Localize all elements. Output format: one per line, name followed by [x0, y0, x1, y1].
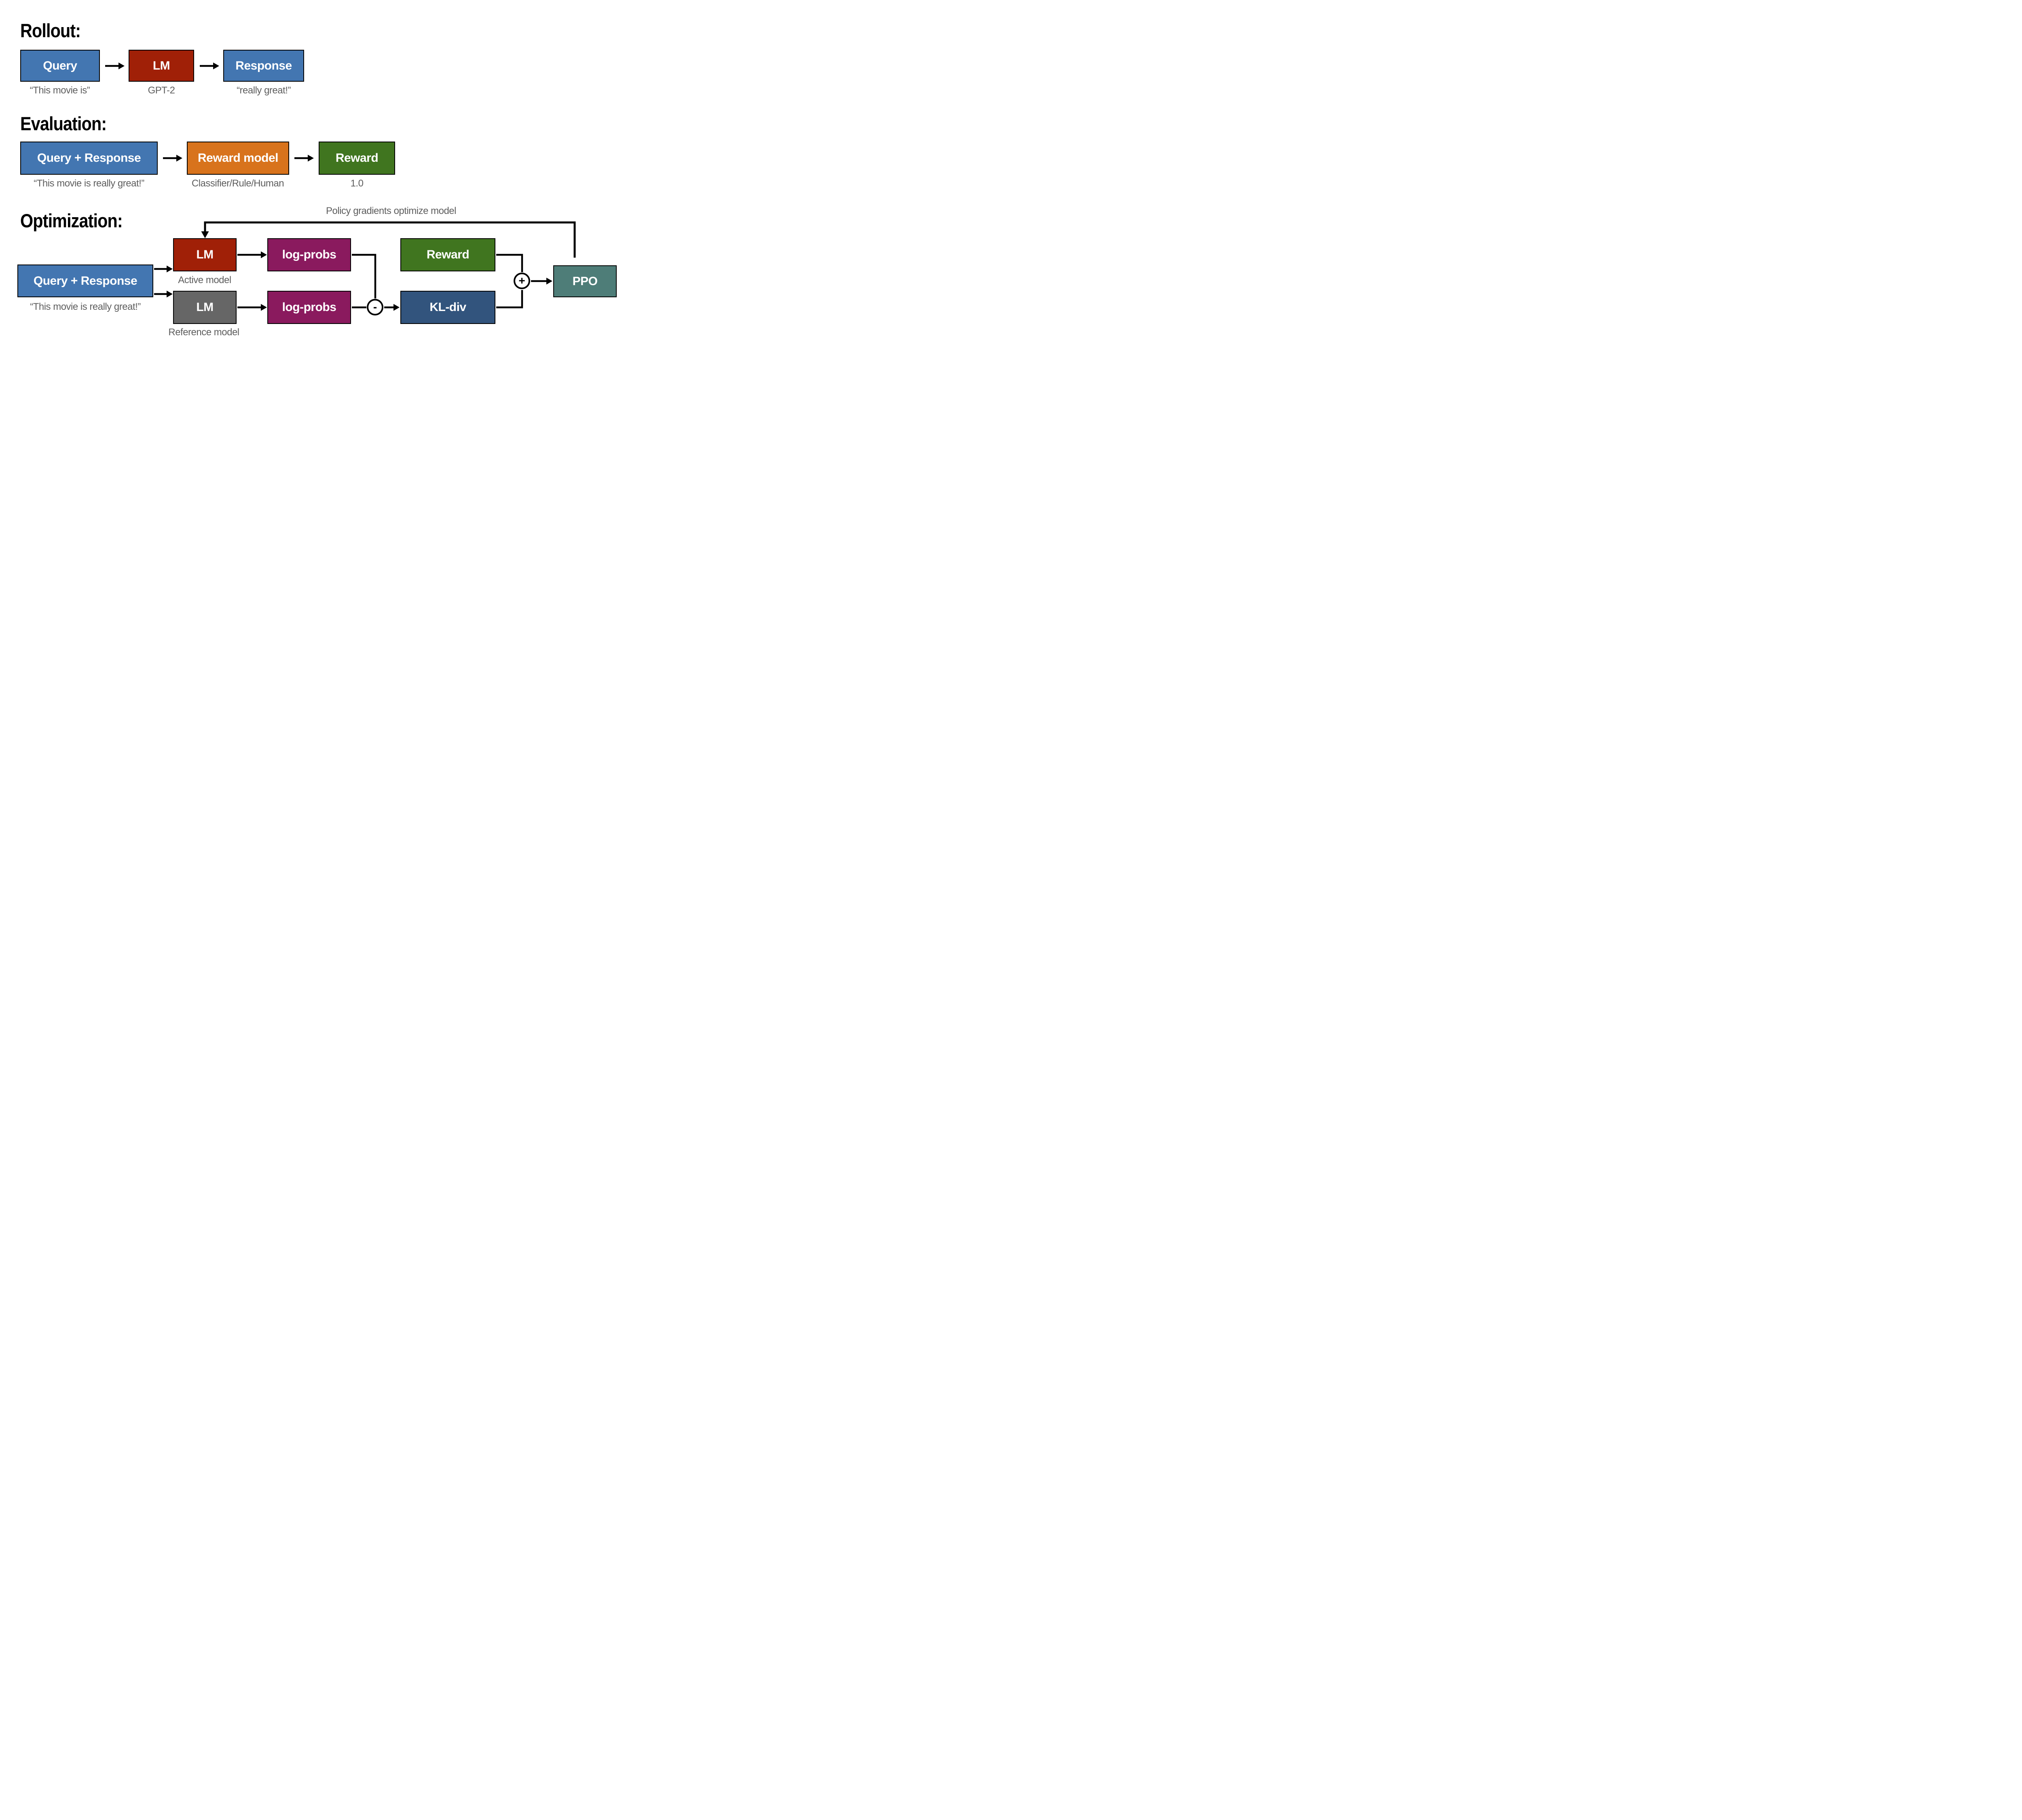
eval-query-response-label: Query + Response — [37, 151, 141, 165]
ppo-label: PPO — [572, 274, 598, 288]
feedback-path-policy-gradients — [201, 221, 576, 258]
rollout-query-caption: “This movie is” — [30, 85, 90, 96]
opt-query-response-box: Query + Response — [17, 265, 153, 297]
arrow-eval-rewardmodel-to-reward — [294, 154, 314, 162]
eval-reward-model-caption: Classifier/Rule/Human — [191, 178, 284, 189]
kl-div-box: KL-div — [400, 291, 495, 324]
opt-query-response-caption: “This movie is really great!” — [30, 301, 141, 312]
active-lm-label: LM — [196, 248, 214, 261]
active-lm-box: LM — [173, 238, 237, 271]
eval-reward-model-label: Reward model — [197, 151, 279, 165]
line-reward-to-plus-node — [496, 254, 523, 272]
opt-reward-label: Reward — [426, 248, 470, 261]
plus-operator: + — [518, 274, 525, 287]
rollout-query-label: Query — [43, 59, 77, 72]
active-logprobs-box: log-probs — [267, 238, 351, 271]
line-active-logprobs-to-minus-node — [352, 254, 376, 298]
rollout-lm-caption: GPT-2 — [148, 85, 175, 96]
arrow-rollout-lm-to-response — [200, 62, 219, 70]
evaluation-title: Evaluation: — [20, 113, 107, 134]
rollout-title: Rollout: — [20, 20, 81, 41]
rollout-lm-label: LM — [152, 59, 170, 72]
eval-reward-caption: 1.0 — [350, 178, 364, 189]
reference-lm-label: LM — [196, 301, 214, 314]
diagram-canvas: Rollout: Query LM Response “This movie i… — [0, 0, 623, 350]
policy-gradients-label: Policy gradients optimize model — [326, 205, 457, 216]
rollout-response-box: Response — [223, 50, 304, 82]
reference-logprobs-label: log-probs — [282, 301, 336, 314]
rollout-response-label: Response — [235, 59, 292, 72]
eval-reward-model-box: Reward model — [187, 142, 289, 175]
minus-operator: - — [373, 300, 377, 313]
opt-reward-box: Reward — [400, 238, 495, 271]
arrow-opt-qr-to-reference-lm — [154, 290, 173, 298]
kl-div-label: KL-div — [429, 301, 466, 314]
arrow-rollout-query-to-lm — [105, 62, 125, 70]
reference-logprobs-box: log-probs — [267, 291, 351, 324]
arrow-minus-node-to-kl-div — [384, 304, 400, 311]
eval-query-response-box: Query + Response — [20, 142, 158, 175]
rollout-lm-box: LM — [129, 50, 194, 82]
plus-node: + — [514, 273, 530, 289]
eval-reward-box: Reward — [319, 142, 395, 175]
arrow-eval-qr-to-rewardmodel — [163, 154, 182, 162]
arrow-active-lm-to-logprobs — [237, 251, 267, 258]
minus-node: - — [367, 299, 383, 315]
arrow-plus-node-to-ppo — [531, 277, 552, 285]
rollout-query-box: Query — [20, 50, 100, 82]
eval-query-response-caption: “This movie is really great!” — [34, 178, 144, 189]
ppo-box: PPO — [553, 265, 617, 297]
opt-query-response-label: Query + Response — [33, 274, 137, 288]
reference-model-caption: Reference model — [168, 327, 239, 338]
reference-lm-box: LM — [173, 291, 237, 324]
rollout-response-caption: “really great!” — [237, 85, 291, 96]
eval-reward-label: Reward — [335, 151, 379, 165]
arrow-opt-qr-to-active-lm — [154, 265, 173, 273]
connector-layer — [105, 62, 576, 311]
active-logprobs-label: log-probs — [282, 248, 336, 261]
optimization-title: Optimization: — [20, 210, 123, 231]
arrow-reference-lm-to-logprobs — [237, 304, 267, 311]
active-model-caption: Active model — [178, 275, 231, 286]
line-kl-div-to-plus-node — [496, 290, 523, 309]
